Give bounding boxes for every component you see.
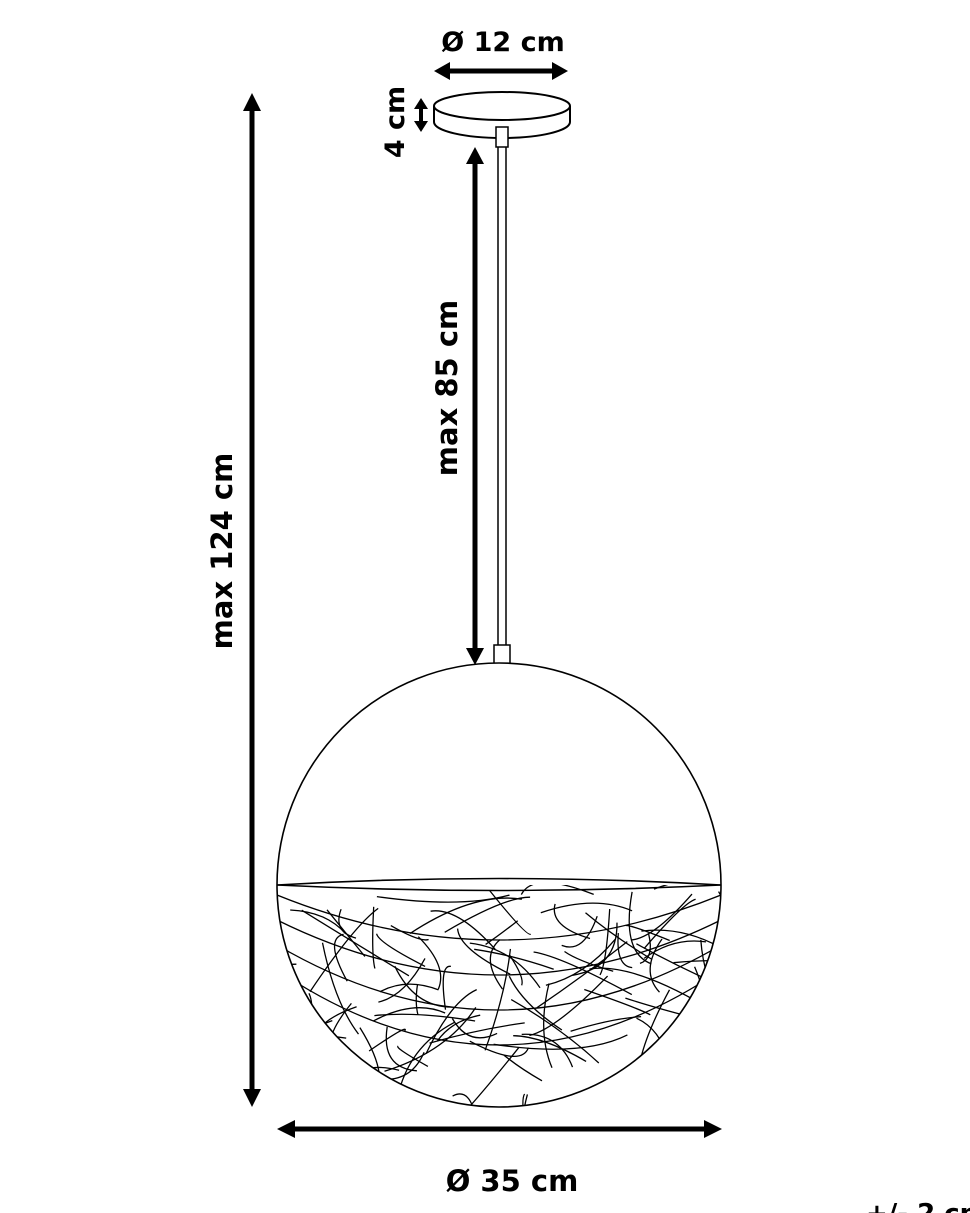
- crackle-line: [630, 893, 693, 941]
- globe-shade: [276, 662, 722, 1108]
- crackle-arc: [277, 919, 721, 976]
- crackle-line: [564, 950, 614, 972]
- crackle-line: [508, 975, 563, 1031]
- crackle-line: [384, 1007, 477, 1072]
- crackle-line: [442, 965, 452, 1010]
- crackle-line: [484, 948, 512, 1051]
- crackle-line: [417, 936, 442, 990]
- crackle-line: [397, 1045, 429, 1067]
- crackle-line: [430, 910, 496, 950]
- total-height-arrow: [243, 93, 261, 1107]
- crackle-line: [385, 1026, 417, 1072]
- crackle-arc: [277, 894, 721, 941]
- crackle-line: [533, 951, 633, 996]
- crackle-line: [447, 1046, 520, 1107]
- crackle-line: [451, 1018, 498, 1039]
- crackle-line: [572, 922, 618, 976]
- crackle-line: [521, 1033, 574, 1068]
- crackle-line: [368, 1028, 406, 1052]
- crackle-line: [444, 896, 531, 933]
- crackle-line: [372, 1007, 446, 1022]
- crackle-line: [474, 948, 554, 970]
- crackle-line: [374, 1013, 476, 1022]
- canopy-diameter-label: Ø 12 cm: [441, 27, 564, 58]
- crackle-line: [521, 1094, 538, 1107]
- canopy-height-label: 4 cm: [380, 86, 411, 158]
- crackle-line: [513, 1035, 587, 1062]
- crackle-line: [641, 929, 721, 948]
- crackle-line: [485, 920, 519, 945]
- rod-length-arrow: [466, 147, 484, 665]
- crackle-line: [503, 1054, 543, 1082]
- crackle-line: [493, 1034, 628, 1050]
- crackle-line: [636, 943, 721, 1002]
- crackle-line: [561, 915, 598, 948]
- crackle-line: [378, 958, 426, 1003]
- crackle-line: [510, 999, 600, 1064]
- crackle-line: [584, 988, 651, 1016]
- crackle-line: [333, 933, 348, 982]
- shade-diameter-arrow: [277, 1120, 722, 1138]
- crackle-line: [277, 1019, 333, 1031]
- crackle-line: [599, 908, 611, 976]
- crackle-line: [589, 967, 706, 1007]
- ceiling-canopy: [433, 91, 571, 139]
- crackle-line: [390, 925, 429, 941]
- crackle-line: [643, 898, 696, 950]
- crackle-line: [540, 902, 633, 914]
- crackle-line: [456, 928, 511, 975]
- crackle-line: [429, 1022, 525, 1044]
- canopy-height-arrow: [414, 98, 428, 132]
- crackle-line: [649, 938, 663, 993]
- crackle-line: [489, 939, 504, 990]
- crackle-line: [639, 933, 651, 965]
- canopy-diameter-arrow: [434, 62, 568, 80]
- dimension-arrows: [243, 62, 722, 1138]
- total-height-label: max 124 cm: [205, 453, 239, 650]
- crackle-arc: [277, 944, 721, 1011]
- crackle-line: [376, 894, 510, 903]
- crackle-line: [375, 933, 426, 967]
- crackle-line: [372, 906, 376, 969]
- crackle-line: [425, 989, 477, 1054]
- rod-length-label: max 85 cm: [430, 300, 464, 476]
- suspension-rod: [493, 126, 511, 666]
- crackle-line: [469, 1040, 530, 1058]
- crackle-pattern: [277, 885, 721, 1107]
- crackle-line: [309, 907, 379, 993]
- crackle-line: [321, 942, 360, 1035]
- crackle-line: [673, 959, 721, 972]
- crackle-line: [543, 983, 553, 1069]
- tolerance-label: +/- 2 cm: [866, 1199, 970, 1213]
- crackle-line: [653, 885, 721, 891]
- crackle-line: [529, 975, 609, 1037]
- crackle-line: [277, 963, 297, 975]
- crackle-line: [277, 1036, 347, 1065]
- crackle-line: [290, 909, 347, 935]
- crackle-line: [489, 890, 532, 935]
- crackle-line: [522, 1093, 526, 1107]
- crackle-arc: [277, 969, 721, 1046]
- crackle-line: [508, 954, 523, 986]
- crackle-line: [409, 897, 522, 935]
- shade-diameter-label: Ø 35 cm: [446, 1164, 579, 1198]
- crackle-line: [553, 903, 591, 940]
- crackle-line: [436, 1014, 481, 1042]
- crackle-line: [452, 1093, 477, 1107]
- crackle-line: [718, 891, 721, 946]
